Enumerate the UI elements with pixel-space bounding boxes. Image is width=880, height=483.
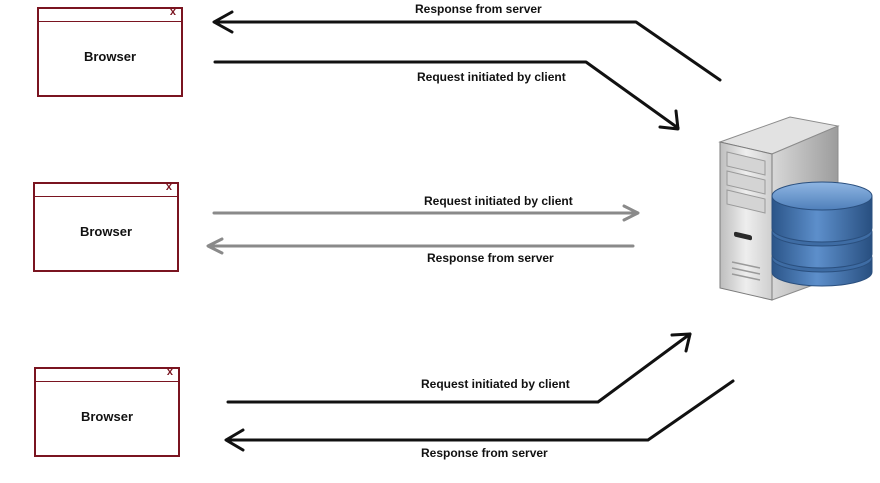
close-icon[interactable]: x (165, 181, 172, 193)
browser-window-top: x Browser (37, 6, 183, 97)
top-request-arrow (213, 60, 680, 131)
browser-window-bottom: x Browser (34, 366, 180, 457)
browser-titlebar: x (39, 6, 181, 22)
top-response-label: Response from server (415, 2, 542, 16)
close-icon[interactable]: x (169, 6, 176, 18)
browser-label: Browser (80, 409, 134, 424)
top-response-arrow (212, 10, 722, 82)
bottom-response-label: Response from server (421, 446, 548, 460)
server-icon (718, 116, 840, 301)
browser-label: Browser (79, 224, 133, 239)
browser-titlebar: x (35, 181, 177, 197)
browser-window-middle: x Browser (33, 181, 179, 272)
bottom-request-arrow (226, 332, 692, 404)
close-icon[interactable]: x (166, 366, 173, 378)
browser-titlebar: x (36, 366, 178, 382)
bottom-response-arrow (224, 379, 735, 452)
middle-response-label: Response from server (427, 251, 554, 265)
middle-request-arrow (212, 204, 640, 222)
database-icon (771, 181, 873, 287)
top-request-label: Request initiated by client (417, 70, 566, 84)
middle-response-arrow (206, 237, 635, 255)
bottom-request-label: Request initiated by client (421, 377, 570, 391)
middle-request-label: Request initiated by client (424, 194, 573, 208)
browser-label: Browser (83, 49, 137, 64)
